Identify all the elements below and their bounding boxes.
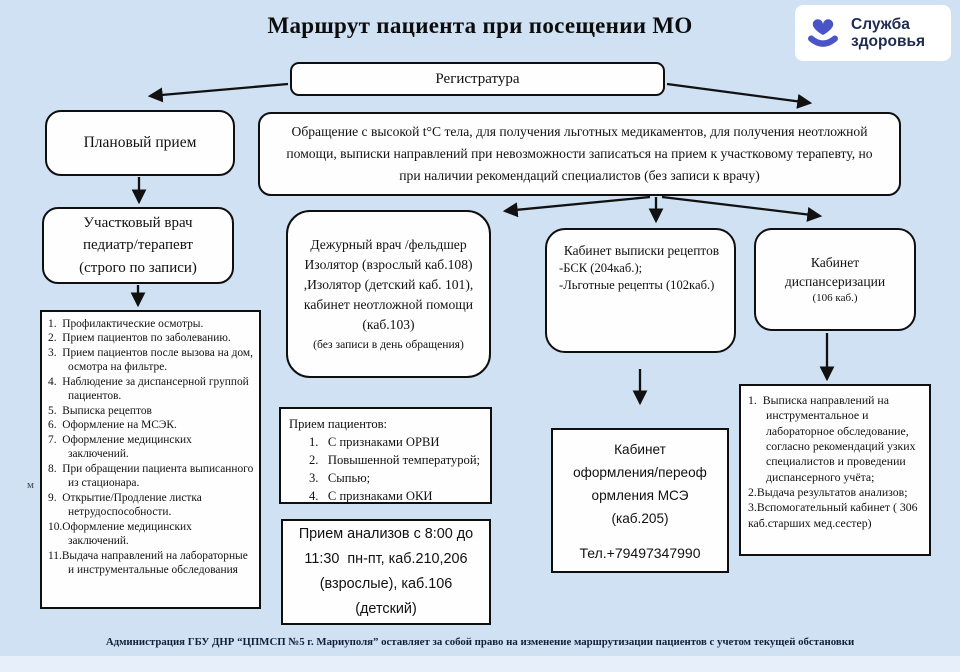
list-item: 1. С признаками ОРВИ (309, 434, 440, 449)
health-service-logo: Служба здоровья (795, 5, 951, 61)
list-item: 9. Открытие/Продление листка нетрудоспос… (48, 491, 202, 519)
node-dispensary-office: Кабинет диспансеризации (106 каб.) (754, 228, 916, 331)
list-item: 8. При обращении пациента выписанного из… (48, 462, 254, 490)
district-doctor-line-2: педиатр/терапевт (83, 237, 193, 254)
patient-admission-title: Прием пациентов: (289, 417, 388, 431)
list-item: 3. Прием пациентов после вызова на дом, … (48, 346, 253, 374)
mse-office-line-4: (каб.205) (611, 511, 669, 527)
arrow-registry-to-planned (147, 82, 289, 103)
node-prescription-office: Кабинет выписки рецептов -БСК (204каб.);… (545, 228, 736, 353)
bottom-strip (0, 656, 960, 672)
node-district-functions-list: 1. Профилактические осмотры. 2. Прием па… (40, 310, 261, 609)
tests-admission-text: Прием анализов с 8:00 до 11:30 пн-пт, ка… (298, 525, 474, 618)
prescription-office-item-1: -БСК (204каб.); (559, 261, 643, 276)
list-item: 1. Выписка направлений на инструментальн… (748, 393, 916, 484)
page-title: Маршрут пациента при посещении МО (267, 13, 693, 38)
heart-smile-icon (808, 19, 838, 47)
node-urgent-referral-text: Обращение с высокой t°С тела, для получе… (286, 123, 873, 183)
list-item: 6. Оформление на МСЭК. (48, 419, 177, 432)
node-planned-label: Плановый прием (83, 134, 197, 151)
node-patient-admission-list: Прием пациентов: 1. С признаками ОРВИ 2.… (279, 407, 492, 504)
dispensary-office-line-2: диспансеризации (784, 273, 886, 289)
logo-line-2: здоровья (851, 33, 926, 50)
dispensary-office-line-1: Кабинет (810, 254, 860, 270)
node-duty-doctor: Дежурный врач /фельдшер Изолятор (взросл… (286, 210, 491, 378)
arrow-registry-to-referral (666, 82, 813, 109)
node-registry-label: Регистратура (435, 70, 520, 87)
duty-doctor-text: Дежурный врач /фельдшер Изолятор (взросл… (303, 237, 474, 332)
footer-disclaimer: Администрация ГБУ ДНР “ЦПМСП №5 г. Мариу… (105, 636, 855, 648)
prescription-office-title: Кабинет выписки рецептов (563, 243, 720, 258)
node-urgent-referral: Обращение с высокой t°С тела, для получе… (258, 112, 901, 196)
list-item: 11.Выдача направлений на лабораторные и … (48, 549, 248, 577)
list-item: 2.Выдача результатов анализов; (748, 484, 908, 499)
list-item: 5. Выписка рецептов (48, 404, 152, 417)
logo-text: Служба здоровья (851, 16, 925, 51)
list-item: 3.Вспомогательный кабинет ( 306 каб.стар… (748, 500, 918, 530)
list-item: 7. Оформление медицинских заключений. (48, 433, 192, 461)
mse-office-line-1: Кабинет (614, 442, 666, 457)
node-district-doctor: Участковый врач педиатр/терапевт (строго… (42, 207, 234, 284)
mse-office-line-3: ормления МСЭ (591, 488, 689, 504)
prescription-office-item-2: -Льготные рецепты (102каб.) (559, 278, 715, 293)
list-item: 10.Оформление медицинских заключений. (48, 520, 192, 548)
logo-line-1: Служба (851, 15, 910, 33)
node-registry: Регистратура (290, 62, 665, 96)
duty-doctor-note: (без записи в день обращения) (313, 337, 464, 351)
list-item: 2. Прием пациентов по заболеванию. (48, 332, 231, 345)
list-item: 4. С признаками ОКИ (309, 488, 433, 503)
mse-office-phone: Тел.+79497347990 (579, 545, 701, 562)
stray-character: м (27, 479, 34, 491)
list-item: 3. Сыпью; (309, 470, 371, 485)
district-doctor-line-1: Участковый врач (83, 214, 193, 231)
mse-office-line-2: оформления/переоф (573, 465, 707, 481)
list-item: 1. Профилактические осмотры. (48, 318, 204, 330)
dispensary-office-note: (106 каб.) (812, 291, 858, 304)
district-doctor-line-3: (строго по записи) (79, 259, 197, 276)
list-item: 4. Наблюдение за диспансерной группой па… (48, 375, 249, 403)
node-planned-appointment: Плановый прием (45, 110, 235, 176)
arrow-referral-to-dispensary (661, 195, 823, 222)
list-item: 2. Повышенной температурой; (309, 452, 481, 467)
arrow-referral-to-duty (502, 195, 651, 218)
node-mse-office: Кабинет оформления/переоф ормления МСЭ (… (551, 428, 729, 573)
node-tests-admission: Прием анализов с 8:00 до 11:30 пн-пт, ка… (281, 519, 491, 625)
node-dispensary-functions-list: 1. Выписка направлений на инструментальн… (739, 384, 931, 556)
